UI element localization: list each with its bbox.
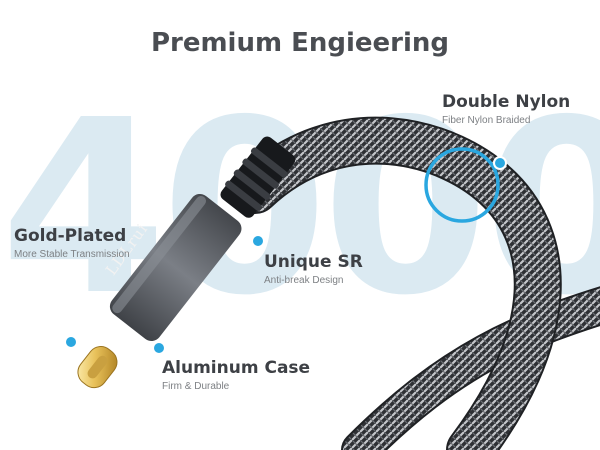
callout-dot-nylon xyxy=(495,158,505,168)
callout-unique-sr: Unique SR Anti-break Design xyxy=(264,252,363,286)
callout-title: Unique SR xyxy=(264,252,363,272)
callout-aluminum-case: Aluminum Case Firm & Durable xyxy=(162,358,310,392)
callout-title: Aluminum Case xyxy=(162,358,311,378)
usb-c-connector xyxy=(77,346,118,389)
callout-title: Gold-Plated xyxy=(14,226,127,246)
braid-highlight-ring xyxy=(424,147,500,223)
callout-subtitle: Anti-break Design xyxy=(264,275,344,286)
cable-main-braid xyxy=(233,118,560,450)
strain-relief xyxy=(220,136,296,218)
callout-subtitle: More Stable Transmission xyxy=(14,249,130,260)
page-title: Premium Engieering xyxy=(150,28,450,58)
callout-title: Double Nylon xyxy=(442,92,571,112)
aluminum-housing xyxy=(109,193,242,342)
callout-dot-gold xyxy=(66,337,76,347)
callout-double-nylon: Double Nylon Fiber Nylon Braided xyxy=(442,92,570,126)
callout-dot-aluminum xyxy=(154,343,164,353)
cable-back-braid xyxy=(343,288,600,450)
callout-gold-plated: Gold-Plated More Stable Transmission xyxy=(14,226,130,260)
callout-dot-sr xyxy=(253,236,263,246)
callout-subtitle: Firm & Durable xyxy=(162,381,230,392)
callout-subtitle: Fiber Nylon Braided xyxy=(442,115,531,126)
